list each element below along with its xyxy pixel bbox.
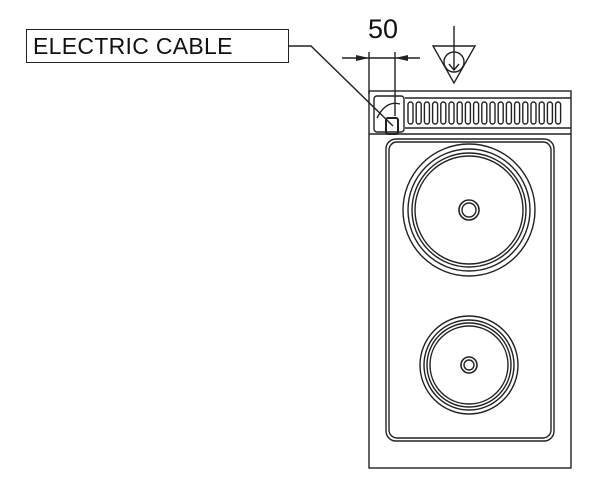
vent-slot bbox=[415, 101, 422, 125]
vent-slot bbox=[538, 101, 545, 125]
hob-plate-outer bbox=[385, 138, 555, 442]
vent-slot bbox=[440, 101, 447, 125]
dimension-arrow-left bbox=[356, 55, 369, 61]
vent-slot bbox=[423, 101, 431, 125]
vent-slot bbox=[464, 101, 472, 125]
cable-entry-box bbox=[373, 95, 405, 133]
vent-slot bbox=[554, 101, 562, 125]
callout-leader-line bbox=[289, 45, 394, 127]
vent-slot bbox=[431, 101, 439, 125]
hotplate-large bbox=[402, 143, 536, 277]
dimension-value: 50 bbox=[367, 14, 399, 44]
vent-slot bbox=[489, 101, 496, 125]
vent-slot bbox=[505, 101, 513, 125]
cable-gland bbox=[385, 117, 399, 135]
vent-slot bbox=[407, 101, 414, 125]
vent-slot bbox=[497, 101, 504, 125]
cable-entry-arc bbox=[376, 102, 401, 119]
electric-cable-callout: ELECTRIC CABLE bbox=[26, 29, 289, 63]
triangle-circle-arrow-icon bbox=[431, 26, 477, 85]
vent-slot bbox=[481, 101, 488, 125]
vent-slot bbox=[546, 101, 554, 125]
vent-slot bbox=[530, 101, 537, 125]
hob-plate-inner bbox=[388, 141, 552, 439]
electric-cable-label: ELECTRIC CABLE bbox=[33, 32, 233, 59]
appliance-outline bbox=[368, 90, 572, 469]
vent-slot bbox=[522, 101, 529, 125]
vent-slot bbox=[448, 101, 455, 125]
vent-slot bbox=[513, 101, 521, 125]
dimension-arrow-right bbox=[395, 55, 408, 61]
vent-slot bbox=[456, 101, 463, 125]
vent-slot bbox=[472, 101, 480, 125]
hotplate-small bbox=[419, 315, 519, 415]
vent-slots bbox=[407, 101, 562, 125]
